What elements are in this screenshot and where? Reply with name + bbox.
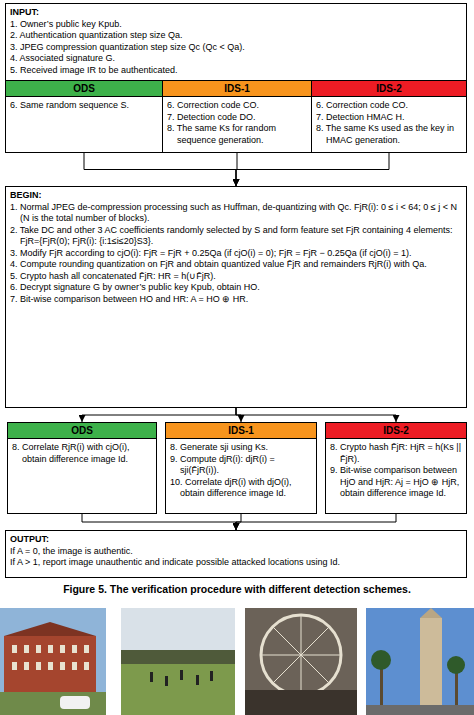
step-text: 8. The same Ks used as the key in HMAC g… (312, 123, 466, 146)
flow-connector (236, 153, 389, 186)
step-text: 5. Received image IR to be authenticated… (6, 65, 466, 77)
step-text: 9. Bit-wise comparison between HjO and H… (326, 465, 466, 500)
scheme-header: ODS (8, 423, 156, 439)
photo-sports-field (121, 608, 235, 715)
begin-process-box: BEGIN:1. Normal JPEG de-compression proc… (5, 186, 467, 408)
scheme-header: ODS (6, 81, 162, 97)
ids2-input-column: IDS-2 6. Correction code CO.7. Detection … (311, 80, 467, 153)
step-text: 5. Crypto hash all concatenated F̄jR: HR… (6, 271, 466, 283)
step-text: If A = 0, the image is authentic. (6, 546, 466, 558)
scheme-header: IDS-1 (166, 423, 316, 439)
ids1-process-box: IDS-1 8. Generate sji using Ks.9. Compute… (165, 422, 317, 514)
scheme-header: IDS-1 (163, 81, 311, 97)
input-box: INPUT:1. Owner’s public key Kpub.2. Auth… (5, 3, 467, 153)
step-text: 9. Compute djR(i): djR(i) = sji(F̄jR(i))… (166, 454, 316, 477)
step-text: 6. Correction code CO. (163, 100, 311, 112)
flow-connector (236, 408, 396, 422)
ods-process-box: ODS 8. Correlate RjR(i) with cjO(i), obta… (7, 422, 157, 514)
step-text: 7. Bit-wise comparison between HO and HR… (6, 294, 466, 306)
step-text: 6. Correction code CO. (312, 100, 466, 112)
flow-connector (84, 153, 236, 186)
flow-connector (236, 408, 241, 422)
step-text: 8. Generate sji using Ks. (166, 442, 316, 454)
ods-input-column: ODS 6. Same random sequence S. (5, 80, 163, 153)
figure-caption: Figure 5. The verification procedure wit… (0, 583, 474, 595)
ids1-input-column: IDS-1 6. Correction code CO.7. Detection … (162, 80, 312, 153)
photo-ferris-wheel (245, 608, 357, 715)
section-heading: INPUT: (6, 4, 466, 19)
flow-connector (236, 514, 241, 530)
flow-connector (236, 153, 237, 186)
step-text: 4. Associated signature G. (6, 53, 466, 65)
photo-tower-palms (366, 608, 474, 715)
step-text: 6. Decrypt signature G by owner’s public… (6, 282, 466, 294)
flow-connector (236, 514, 396, 530)
ids2-process-box: IDS-2 8. Crypto hash F̄jR: HjR = h(Ks || … (325, 422, 467, 514)
step-text: 2. Take DC and other 3 AC coefficients r… (6, 225, 466, 248)
step-text: 1. Normal JPEG de-compression processing… (6, 202, 466, 225)
step-text: 1. Owner’s public key Kpub. (6, 19, 466, 31)
output-box: OUTPUT:If A = 0, the image is authentic.… (5, 530, 467, 578)
flow-connector (82, 514, 236, 530)
scheme-header: IDS-2 (326, 423, 466, 439)
scheme-header: IDS-2 (312, 81, 466, 97)
section-heading: OUTPUT: (6, 531, 466, 546)
step-text: 8. Crypto hash F̄jR: HjR = h(Ks || F̄jR)… (326, 442, 466, 465)
step-text: 3. Modify FjR according to cjO(i): FjR =… (6, 248, 466, 260)
photo-brick-building (0, 608, 106, 715)
step-text: 8. Correlate RjR(i) with cjO(i), obtain … (8, 442, 156, 465)
flow-connector (82, 408, 236, 422)
step-text: 8. The same Ks for random sequence gener… (163, 123, 311, 146)
step-text: 10. Correlate djR(i) with djO(i), obtain… (166, 477, 316, 500)
step-text: 6. Same random sequence S. (6, 100, 162, 112)
step-text: 4. Compute rounding quantization on FjR … (6, 259, 466, 271)
step-text: If A > 1, report image unauthentic and i… (6, 557, 466, 569)
step-text: 3. JPEG compression quantization step si… (6, 42, 466, 54)
step-text: 7. Detection code DO. (163, 112, 311, 124)
section-heading: BEGIN: (6, 187, 466, 202)
step-text: 7. Detection HMAC H. (312, 112, 466, 124)
step-text: 2. Authentication quantization step size… (6, 30, 466, 42)
